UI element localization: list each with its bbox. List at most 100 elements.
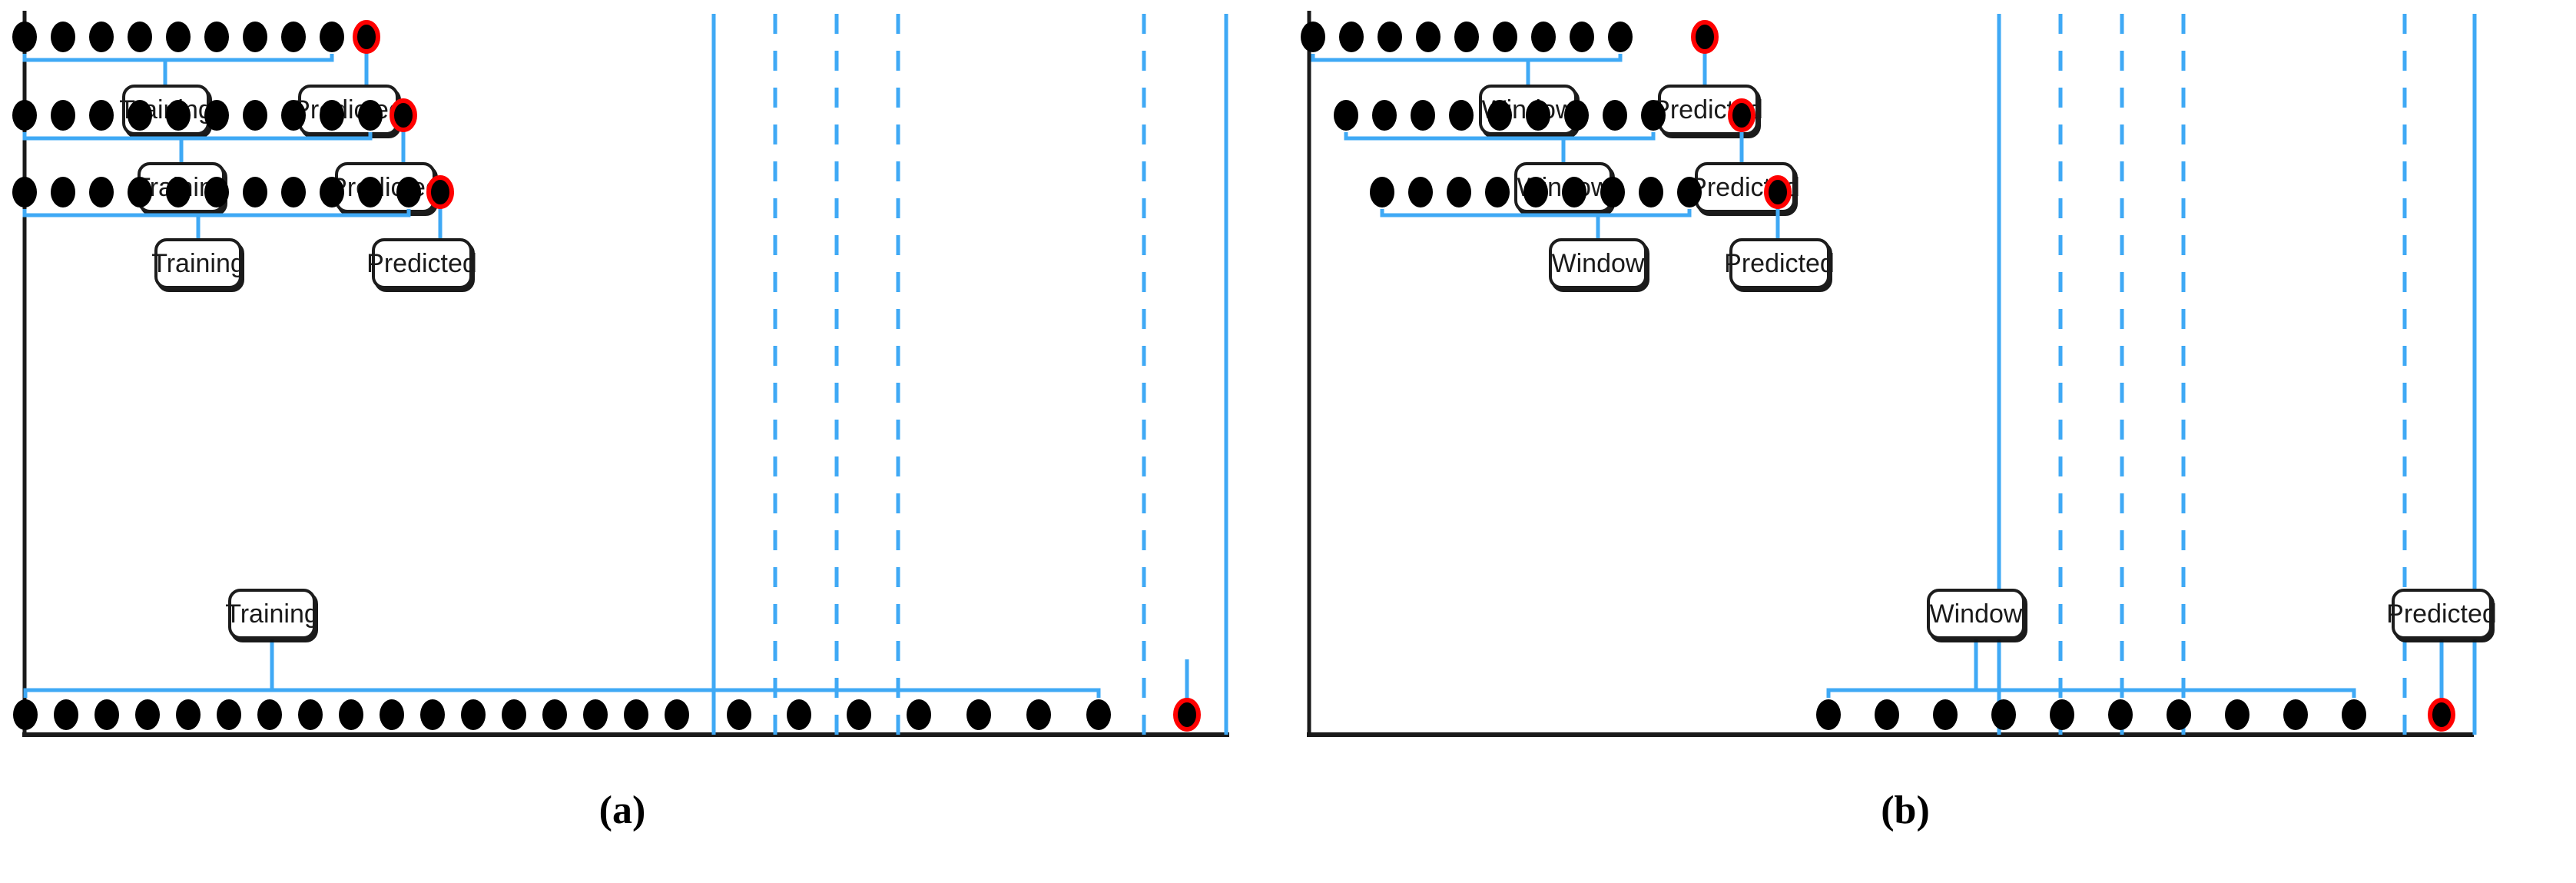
span-bracket-b2 (1344, 132, 1656, 141)
observed-dot (298, 699, 323, 730)
span-bracket-b1 (1311, 54, 1623, 62)
observed-dot (243, 22, 267, 52)
observed-dot (128, 100, 152, 131)
observed-dot (1411, 100, 1435, 131)
row-a-3: Training Predicted (12, 175, 477, 289)
row-b-4: Window Predicted (1816, 589, 2497, 732)
label-training-a3-text: Training (151, 249, 245, 278)
observed-dot (128, 177, 152, 207)
observed-dot (1933, 699, 1958, 730)
observed-dot (2283, 699, 2308, 730)
caption-a: (a) (598, 788, 646, 832)
observed-dot (1378, 22, 1402, 52)
observed-dot (339, 699, 363, 730)
label-predicted-a2-text: Predicted (330, 173, 440, 202)
observed-dot (12, 22, 37, 52)
predicted-data-point (1764, 175, 1792, 209)
span-bracket-a2 (22, 132, 373, 141)
observed-dot (135, 699, 160, 730)
observed-dot (51, 100, 75, 131)
observed-dot (1487, 100, 1512, 131)
observed-dot (1493, 22, 1517, 52)
observed-data-points-a4 (13, 699, 1111, 730)
observed-dot (1677, 177, 1702, 207)
observed-dot (1600, 177, 1625, 207)
predicted-data-point (426, 175, 454, 209)
forecast-step-lines-b (2058, 14, 2407, 735)
observed-data-points-b3 (1370, 177, 1702, 207)
label-training-a4-text: Training (225, 599, 319, 629)
observed-dot (966, 699, 991, 730)
label-window-b3[interactable]: Window (1549, 238, 1647, 289)
observed-dot (542, 699, 567, 730)
observed-dot (51, 177, 75, 207)
label-window-b4-text: Window (1930, 599, 2023, 629)
observed-dot (358, 100, 383, 131)
observed-dot (257, 699, 282, 730)
observed-dot (12, 177, 37, 207)
label-training-a4[interactable]: Training (225, 589, 319, 639)
observed-dot (1570, 22, 1594, 52)
observed-dot (1449, 100, 1474, 131)
observed-data-points-b2 (1334, 100, 1666, 131)
observed-dot (1408, 177, 1433, 207)
panel-b: Window Predicted (1301, 11, 2497, 737)
predicted-data-point (1691, 20, 1719, 54)
observed-dot (1639, 177, 1663, 207)
observed-dot (380, 699, 404, 730)
observed-dot (320, 177, 344, 207)
observed-dot (1416, 22, 1441, 52)
observed-dot (1370, 177, 1394, 207)
label-predicted-a3[interactable]: Predicted (366, 238, 477, 289)
label-predicted-a1-text: Predicted (293, 95, 403, 124)
observed-dot (461, 699, 486, 730)
label-window-b4[interactable]: Window (1927, 589, 2025, 639)
observed-dot (217, 699, 241, 730)
panel-a: Training Predicted (12, 11, 1229, 737)
predicted-data-point (2428, 698, 2455, 732)
observed-dot (1562, 177, 1586, 207)
observed-dot (166, 100, 191, 131)
observed-dot (2225, 699, 2249, 730)
observed-dot (1531, 22, 1556, 52)
observed-dot (128, 22, 152, 52)
observed-dot (2050, 699, 2074, 730)
observed-dot (1301, 22, 1325, 52)
observed-dot (166, 177, 191, 207)
observed-dot (13, 699, 38, 730)
observed-dot (1523, 177, 1548, 207)
observed-dot (847, 699, 871, 730)
label-predicted-a2[interactable]: Predicted (330, 162, 440, 213)
span-bracket-a1 (22, 54, 334, 62)
span-bracket-a3 (22, 209, 411, 217)
row-b-3: Window Predicted (1370, 175, 1835, 289)
observed-dot (320, 22, 344, 52)
observed-dot (1564, 100, 1589, 131)
forecast-step-lines-a (773, 14, 1146, 735)
observed-dot (89, 22, 114, 52)
label-predicted-b4[interactable]: Predicted (2386, 589, 2497, 639)
label-predicted-b3[interactable]: Predicted (1724, 238, 1835, 289)
predicted-data-point (390, 98, 417, 132)
predicted-data-point (1728, 98, 1755, 132)
observed-dot (1026, 699, 1051, 730)
predicted-data-point (1173, 698, 1201, 732)
label-predicted-a1[interactable]: Predicted (293, 85, 403, 135)
observed-dot (1816, 699, 1841, 730)
observed-dot (1454, 22, 1479, 52)
observed-dot (204, 22, 229, 52)
observed-dot (358, 177, 383, 207)
observed-dot (1485, 177, 1510, 207)
observed-dot (1603, 100, 1627, 131)
label-training-a3[interactable]: Training (151, 238, 245, 289)
observed-dot (51, 22, 75, 52)
observed-data-points-a3 (12, 177, 421, 207)
observed-dot (787, 699, 811, 730)
caption-b: (b) (1881, 788, 1930, 832)
observed-dot (2342, 699, 2366, 730)
observed-dot (1334, 100, 1358, 131)
label-predicted-b2[interactable]: Predicted (1689, 162, 1800, 213)
observed-dot (1086, 699, 1111, 730)
observed-dot (89, 100, 114, 131)
